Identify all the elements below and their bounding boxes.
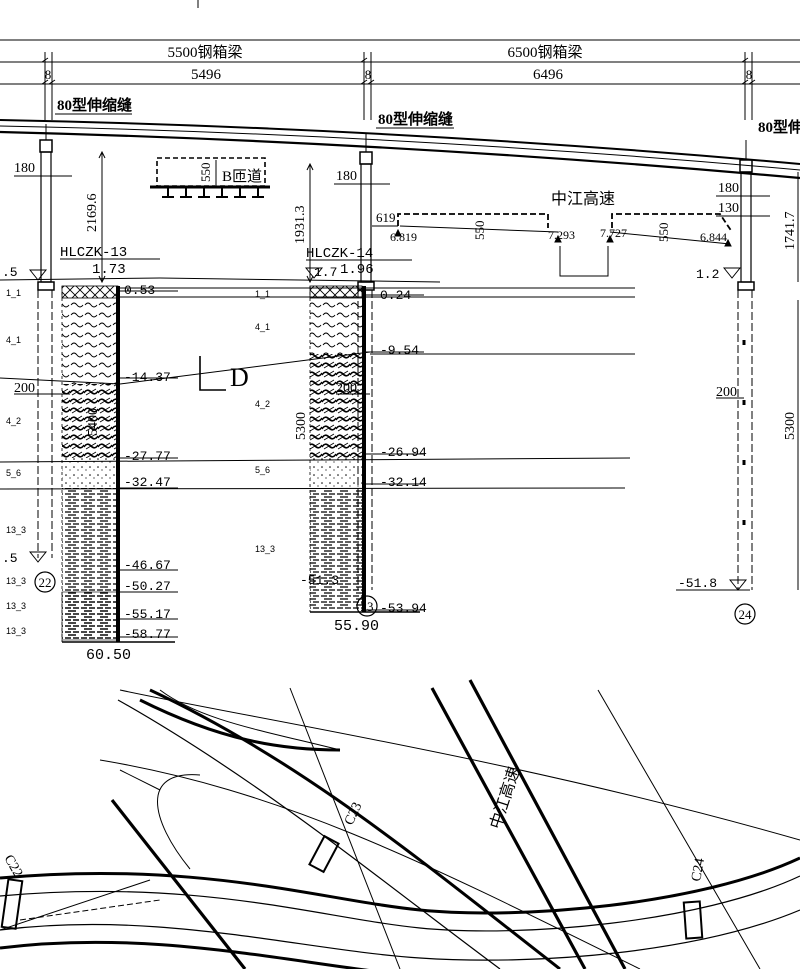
highway-elev-4: 6.844 xyxy=(700,230,727,244)
pier22-pile-dia: 200 xyxy=(14,381,35,396)
pier24-tip-elev: -51.8 xyxy=(678,576,717,591)
highway-dim-1: 550 xyxy=(472,221,487,241)
borehole-hlczk-13 xyxy=(61,285,178,643)
bh13-layer-3: -27.77 xyxy=(124,449,171,464)
pier23-top-elev: 1.7 xyxy=(314,265,337,280)
span-dimension-band xyxy=(0,0,800,120)
svg-text:1_1: 1_1 xyxy=(255,289,270,299)
pier22-number: 22 xyxy=(39,575,52,590)
svg-text:5_6: 5_6 xyxy=(255,465,270,475)
svg-text:13_3: 13_3 xyxy=(6,576,26,586)
svg-text:4_2: 4_2 xyxy=(6,416,21,426)
svg-text:13_3: 13_3 xyxy=(6,525,26,535)
pier22-tip-elev: .5 xyxy=(2,551,18,566)
strata-labels-left: 1_1 4_1 4_2 5_6 13_3 13_3 13_3 13_3 xyxy=(6,288,26,636)
svg-text:13_3: 13_3 xyxy=(6,601,26,611)
left-span-net-label: 5496 xyxy=(191,67,222,83)
right-span-total-label: 6500钢箱梁 xyxy=(507,44,582,61)
expansion-joint-label-2: 80型伸缩缝 xyxy=(378,110,453,128)
b-ramp-dim: 550 xyxy=(198,163,213,183)
highway-dim-2: 550 xyxy=(656,223,671,243)
bh13-layer-6: -50.27 xyxy=(124,579,171,594)
expansion-joint-label-3: 80型伸 xyxy=(758,118,800,136)
pier24-cap-dim: 180 xyxy=(718,181,739,196)
highway-label: 中江高速 xyxy=(551,190,615,208)
gap-c-label: 8 xyxy=(746,67,753,82)
pier23-height-dim: 1931.3 xyxy=(293,206,308,245)
pier22-cap-dim: 180 xyxy=(14,161,35,176)
bh14-layer-2: -9.54 xyxy=(380,343,419,358)
gap-a-label: 8 xyxy=(45,67,52,82)
plan-view xyxy=(0,679,800,969)
highway-elev-1: 6.819 xyxy=(390,230,417,244)
pier24-pile-length: 5300 xyxy=(783,412,798,440)
bh14-layer-4: -32.14 xyxy=(380,475,427,490)
bh13-layer-2: -14.37 xyxy=(124,370,171,385)
highway-elev-2: 7.293 xyxy=(548,228,575,242)
pier22-top-elev: .5 xyxy=(2,265,18,280)
bh13-layer-4: -32.47 xyxy=(124,475,171,490)
bh13-layer-1: 0.53 xyxy=(124,283,155,298)
gap-b-label: 8 xyxy=(365,67,372,82)
pier-22 xyxy=(14,124,106,593)
borehole-14-id: HLCZK-14 xyxy=(306,246,373,262)
borehole-13-id: HLCZK-13 xyxy=(60,245,127,261)
svg-text:D: D xyxy=(230,363,249,392)
pier24-number: 24 xyxy=(739,607,753,622)
b-ramp-label: B匝道 xyxy=(222,168,262,185)
strata-labels-mid: 1_1 4_1 4_2 5_6 13_3 xyxy=(255,289,275,554)
borehole-13-ground-elev: 1.73 xyxy=(92,262,126,278)
highway-elev-3: 7.727 xyxy=(600,226,627,240)
left-span-total-label: 5500钢箱梁 xyxy=(167,44,242,61)
b-ramp-section xyxy=(150,157,270,198)
bh13-layer-5: -46.67 xyxy=(124,558,171,573)
bh14-layer-3: -26.94 xyxy=(380,445,427,460)
svg-text:4_2: 4_2 xyxy=(255,399,270,409)
bh13-layer-8: -58.77 xyxy=(124,627,171,642)
svg-text:4_1: 4_1 xyxy=(6,335,21,345)
svg-text:1_1: 1_1 xyxy=(6,288,21,298)
pier-24 xyxy=(676,140,799,625)
expansion-joint-label-1: 80型伸缩缝 xyxy=(57,96,132,114)
pier23-cap-dim: 180 xyxy=(336,169,357,184)
bh14-layer-5: -53.94 xyxy=(380,601,427,616)
borehole-hlczk-14 xyxy=(304,267,424,613)
borehole-14-depth: 55.90 xyxy=(334,618,379,635)
pier22-pile-length: 5400 xyxy=(86,408,101,436)
highway-profile xyxy=(372,213,733,277)
pier22-height-dim: 2169.6 xyxy=(85,194,100,233)
svg-text:5_6: 5_6 xyxy=(6,468,21,478)
section-mark: D xyxy=(199,356,249,392)
pier24-pile-dia: 200 xyxy=(716,385,737,400)
bridge-deck xyxy=(0,119,800,180)
borehole-13-depth: 60.50 xyxy=(86,647,131,664)
svg-text:13_3: 13_3 xyxy=(255,544,275,554)
pier24-cap2-dim: 130 xyxy=(718,201,739,216)
highway-offset: 619 xyxy=(376,210,396,225)
pier24-height-dim: 1741.7 xyxy=(783,212,798,251)
right-span-net-label: 6496 xyxy=(533,67,564,83)
bh14-layer-1: 0.24 xyxy=(380,288,411,303)
bh13-layer-7: -55.17 xyxy=(124,607,171,622)
borehole-14-ground-elev: 1.96 xyxy=(340,262,374,278)
pier24-top-elev: 1.2 xyxy=(696,267,719,282)
svg-text:4_1: 4_1 xyxy=(255,322,270,332)
pier23-pile-length: 5300 xyxy=(294,412,309,440)
plan-pier-c24: C24 xyxy=(689,857,708,883)
svg-text:13_3: 13_3 xyxy=(6,626,26,636)
